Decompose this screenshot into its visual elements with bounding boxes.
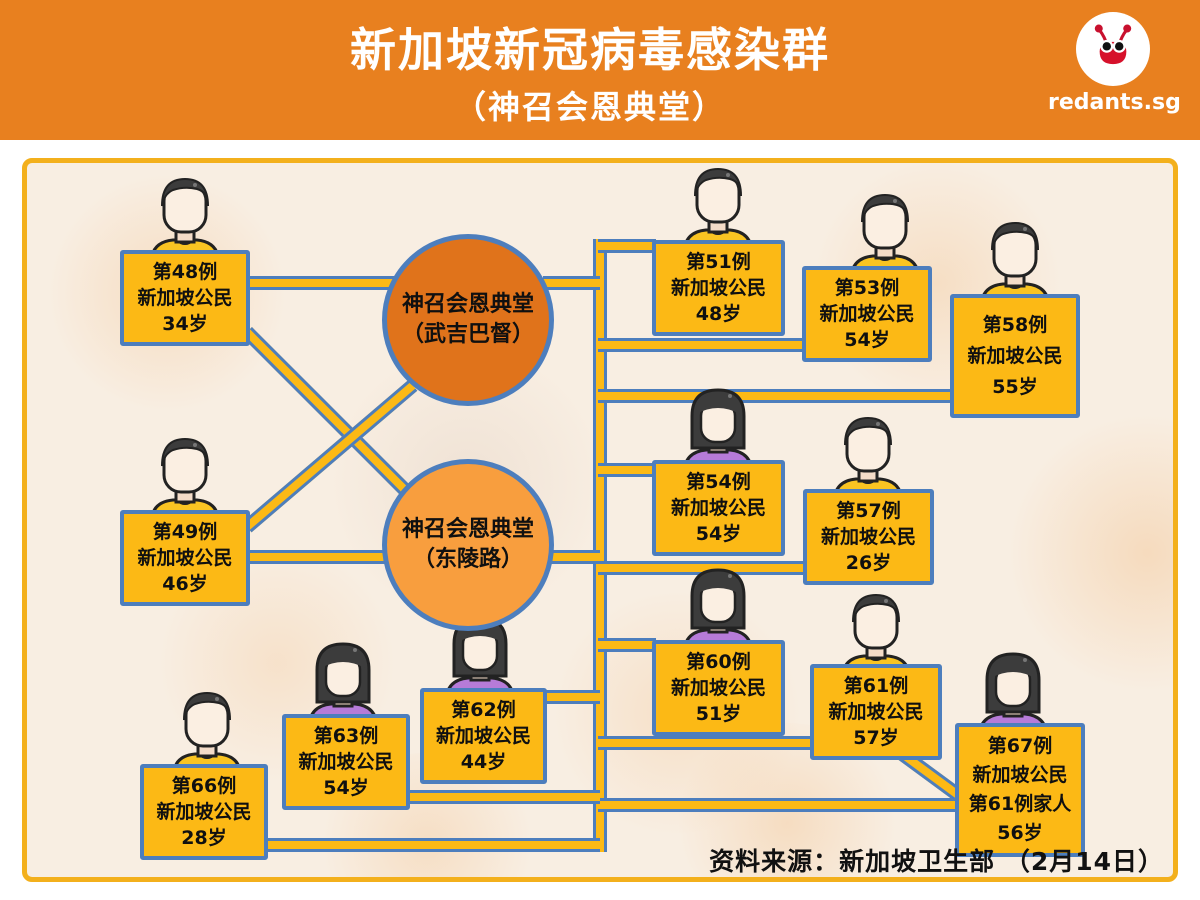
connector-66-trunk xyxy=(262,838,600,852)
case-box-62: 第62例 新加坡公民 44岁 xyxy=(420,688,547,784)
case-box-58: 第58例 新加坡公民 55岁 xyxy=(950,294,1080,418)
cluster-branch: （东陵路） xyxy=(412,547,523,572)
brand-logo: redants.sg xyxy=(1048,12,1181,115)
connector-trunk xyxy=(593,239,607,852)
case-number: 第60例 xyxy=(686,651,751,673)
case-box-66: 第66例 新加坡公民 28岁 xyxy=(140,764,268,860)
case-nationality: 新加坡公民 xyxy=(828,701,924,723)
case-number: 第48例 xyxy=(152,261,218,283)
source-note: 资料来源：新加坡卫生部 （2月14日） xyxy=(709,847,1164,876)
case-nationality: 新加坡公民 xyxy=(670,677,766,699)
case-nationality: 新加坡公民 xyxy=(137,547,233,569)
case-number: 第67例 xyxy=(987,735,1053,757)
connector-trunk-58 xyxy=(598,389,954,403)
connector-tanglin-trunk xyxy=(543,550,600,564)
cluster-circle-bukit-batok: 神召会恩典堂 （武吉巴督） xyxy=(382,234,554,406)
ant-icon xyxy=(1076,12,1150,86)
case-number: 第63例 xyxy=(313,725,379,747)
case-number: 第66例 xyxy=(171,775,237,797)
case-age: 26岁 xyxy=(845,552,892,574)
case-box-60: 第60例 新加坡公民 51岁 xyxy=(652,640,785,736)
case-number: 第54例 xyxy=(686,471,751,493)
case-nationality: 新加坡公民 xyxy=(819,303,915,325)
case-nationality: 新加坡公民 xyxy=(137,287,233,309)
connector-trunk-51 xyxy=(598,239,656,253)
case-number: 第57例 xyxy=(836,500,901,522)
connector-trunk-61 xyxy=(598,736,814,750)
case-nationality: 新加坡公民 xyxy=(298,751,394,773)
page-subtitle: （神召会恩典堂） xyxy=(453,88,726,126)
header-banner: 新加坡新冠病毒感染群 （神召会恩典堂） redants.sg xyxy=(0,0,1200,140)
case-box-61: 第61例 新加坡公民 57岁 xyxy=(810,664,942,760)
case-nationality: 新加坡公民 xyxy=(435,725,531,747)
case-age: 54岁 xyxy=(323,777,369,799)
case-box-51: 第51例 新加坡公民 48岁 xyxy=(652,240,785,336)
case-age: 56岁 xyxy=(997,822,1043,844)
connector-trunk-67 xyxy=(598,798,959,812)
case-number: 第58例 xyxy=(982,313,1048,336)
case-nationality: 新加坡公民 xyxy=(670,497,766,519)
connector-trunk-53 xyxy=(598,338,806,352)
case-box-54: 第54例 新加坡公民 54岁 xyxy=(652,460,785,556)
case-number: 第61例 xyxy=(843,675,909,697)
case-age: 54岁 xyxy=(695,523,742,545)
case-box-57: 第57例 新加坡公民 26岁 xyxy=(803,489,934,585)
case-nationality: 新加坡公民 xyxy=(156,801,252,823)
case-age: 54岁 xyxy=(844,329,890,351)
case-age: 57岁 xyxy=(853,727,899,749)
case-nationality: 新加坡公民 xyxy=(967,344,1063,367)
case-number: 第51例 xyxy=(686,251,751,273)
case-age: 46岁 xyxy=(162,573,208,595)
connector-trunk-60 xyxy=(598,638,656,652)
case-age: 34岁 xyxy=(162,313,208,335)
case-box-67: 第67例 新加坡公民 第61例家人 56岁 xyxy=(955,723,1085,857)
brand-name: redants.sg xyxy=(1048,90,1181,115)
case-number: 第62例 xyxy=(451,699,516,721)
case-box-49: 第49例 新加坡公民 46岁 xyxy=(120,510,250,606)
case-box-63: 第63例 新加坡公民 54岁 xyxy=(282,714,410,810)
cluster-name: 神召会恩典堂 xyxy=(401,517,534,542)
case-age: 44岁 xyxy=(460,751,507,773)
case-number: 第49例 xyxy=(152,521,218,543)
connector-trunk-54 xyxy=(598,463,656,477)
connector-48-bukit xyxy=(244,276,400,290)
case-nationality: 新加坡公民 xyxy=(972,764,1068,786)
case-relation: 第61例家人 xyxy=(968,793,1072,815)
connector-49-tanglin xyxy=(244,550,400,564)
connector-bukit-trunk xyxy=(543,276,600,290)
cluster-circle-tanglin: 神召会恩典堂 （东陵路） xyxy=(382,459,554,631)
case-age: 55岁 xyxy=(992,375,1038,398)
case-box-53: 第53例 新加坡公民 54岁 xyxy=(802,266,932,362)
case-number: 第53例 xyxy=(834,277,900,299)
case-age: 48岁 xyxy=(695,303,742,325)
connector-63-trunk xyxy=(404,790,600,804)
connector-62-trunk xyxy=(543,690,600,704)
page-title: 新加坡新冠病毒感染群 xyxy=(350,23,830,77)
case-nationality: 新加坡公民 xyxy=(820,526,916,548)
case-age: 28岁 xyxy=(181,827,227,849)
case-box-48: 第48例 新加坡公民 34岁 xyxy=(120,250,250,346)
cluster-name: 神召会恩典堂 xyxy=(401,292,534,317)
case-age: 51岁 xyxy=(695,703,742,725)
cluster-branch: （武吉巴督） xyxy=(401,322,534,347)
case-nationality: 新加坡公民 xyxy=(670,277,766,299)
